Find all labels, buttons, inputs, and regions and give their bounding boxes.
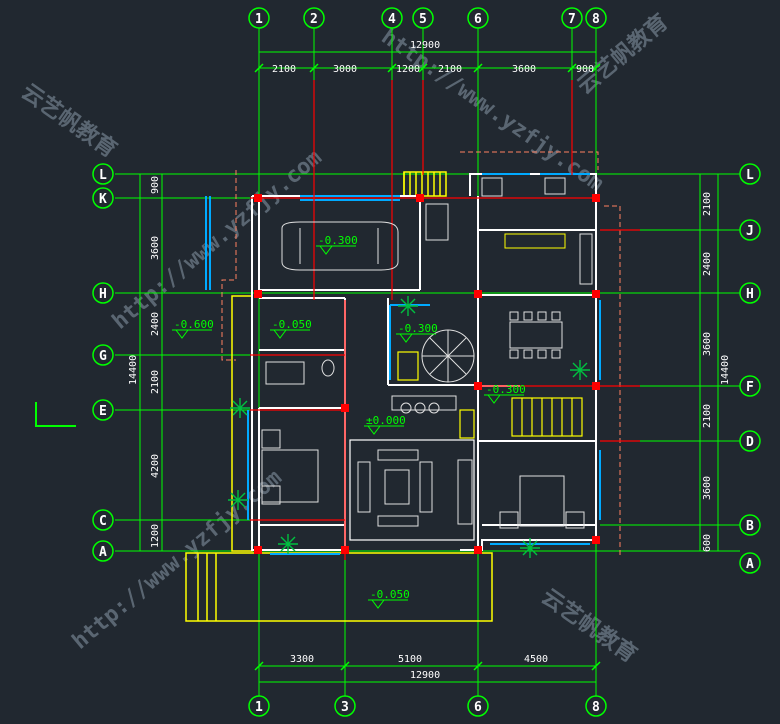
level-living: ±0.000: [366, 414, 406, 427]
windows: [205, 173, 601, 555]
dim-top-total: 12900: [410, 40, 440, 51]
dim-right-5: 3600: [702, 476, 713, 500]
level-terrace: -0.050: [370, 588, 410, 601]
stairs: [397, 351, 583, 439]
axis-top-1: 1: [255, 12, 263, 27]
axis-bubbles-bottom: [248, 695, 607, 717]
axis-right-D: D: [746, 435, 754, 450]
axis-left-G: G: [99, 349, 107, 364]
dim-top-2: 3000: [333, 64, 357, 75]
watermark-brand-1: 云艺帆教育: [17, 79, 122, 163]
axis-left-K: K: [99, 192, 107, 207]
level-stair-hall: -0.300: [486, 383, 526, 396]
axis-right-B: B: [746, 519, 754, 534]
axis-left-L: L: [99, 168, 107, 183]
axis-right-F: F: [746, 380, 754, 395]
axis-bubbles-right: [739, 163, 761, 574]
axis-right-J: J: [746, 224, 754, 239]
dim-top-4: 2100: [438, 64, 462, 75]
level-garage: -0.300: [318, 234, 358, 247]
dim-top-5: 3600: [512, 64, 536, 75]
dim-right-2: 2400: [702, 252, 713, 276]
dim-left-5: 4200: [150, 454, 161, 478]
axis-top-8: 8: [592, 12, 600, 27]
axis-top-2: 2: [310, 12, 318, 27]
structural-marks: [250, 80, 640, 560]
dim-left-2: 3600: [150, 236, 161, 260]
dim-bottom-3: 4500: [524, 654, 548, 665]
dim-bottom-2: 5100: [398, 654, 422, 665]
dim-right-1: 2100: [702, 192, 713, 216]
axis-top-7: 7: [568, 12, 576, 27]
dim-top-3: 1200: [396, 64, 420, 75]
axis-top-5: 5: [419, 12, 427, 27]
level-west-yard: -0.600: [174, 318, 214, 331]
dim-bottom-total: 12900: [410, 670, 440, 681]
axis-bottom-8: 8: [592, 700, 600, 715]
dim-left-4: 2100: [150, 370, 161, 394]
plants: [228, 296, 590, 558]
axis-bottom-1: 1: [255, 700, 263, 715]
dim-right-4: 2100: [702, 404, 713, 428]
level-courtyard: -0.300: [398, 322, 438, 335]
axis-bubbles-left: [92, 163, 114, 562]
dim-right-total: 14400: [720, 355, 731, 385]
axis-right-H: H: [746, 287, 754, 302]
furniture: [261, 177, 593, 529]
ucs-icon: [35, 402, 76, 427]
axis-bottom-3: 3: [341, 700, 349, 715]
dim-top-6: 900: [576, 64, 594, 75]
axis-left-A: A: [99, 545, 107, 560]
dim-left-1: 900: [150, 176, 161, 194]
axis-top-4: 4: [388, 12, 396, 27]
dim-right-3: 3600: [702, 332, 713, 356]
axis-bubbles-top: [248, 7, 607, 29]
dim-top-1: 2100: [272, 64, 296, 75]
site-boundary: [221, 151, 621, 555]
dim-left-3: 2400: [150, 312, 161, 336]
axis-left-C: C: [99, 514, 107, 529]
watermark-brand-3: 云艺帆教育: [537, 584, 642, 668]
level-markers: [172, 245, 524, 609]
axis-grid: [115, 28, 740, 700]
axis-right-L: L: [746, 168, 754, 183]
axis-bottom-6: 6: [474, 700, 482, 715]
level-entry: -0.050: [272, 318, 312, 331]
axis-left-H: H: [99, 287, 107, 302]
axis-left-E: E: [99, 404, 107, 419]
axis-right-A: A: [746, 557, 754, 572]
dim-left-total: 14400: [128, 355, 139, 385]
axis-top-6: 6: [474, 12, 482, 27]
dim-right-6: 600: [702, 534, 713, 552]
dim-left-6: 1200: [150, 524, 161, 548]
dim-bottom-1: 3300: [290, 654, 314, 665]
